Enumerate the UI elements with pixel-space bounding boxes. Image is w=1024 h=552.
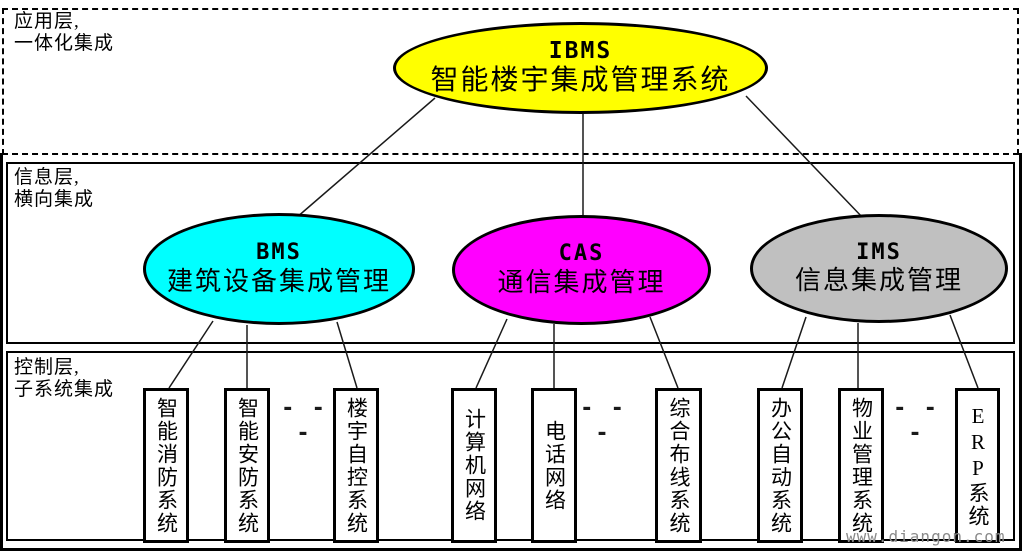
subsystem-box-telephone-network: 电话网络 (531, 388, 577, 543)
subsystem-box-property-management: 物业管理系统 (838, 388, 884, 543)
ims-abbr: IMS (856, 239, 902, 265)
ibms-abbr: IBMS (548, 37, 613, 64)
cas-title: 通信集成管理 (497, 267, 666, 297)
watermark-text: www.diangon.com (846, 527, 1006, 546)
subsystem-box-security: 智能安防系统 (224, 388, 270, 543)
outer-frame (0, 153, 1022, 551)
subsystem-box-automation: 楼宇自控系统 (333, 388, 379, 543)
subsystem-box-computer-network: 计算机网络 (451, 388, 497, 543)
control-layer-band (6, 351, 1015, 541)
subsystem-box-fire: 智能消防系统 (143, 388, 189, 543)
control-layer-label: 控制层,子系统集成 (14, 357, 114, 401)
label-line: 一体化集成 (14, 33, 115, 55)
cas-abbr: CAS (558, 241, 605, 267)
ellipsis-dashes: - - - (281, 396, 327, 446)
cas-ellipse: CAS 通信集成管理 (452, 215, 711, 325)
label-line: 应用层, (14, 11, 80, 32)
bms-ellipse: BMS 建筑设备集成管理 (143, 213, 415, 325)
information-layer-band (6, 162, 1015, 344)
label-line: 控制层, (14, 357, 80, 378)
application-layer-band (2, 8, 1019, 155)
ellipsis-dashes: - - - (580, 396, 626, 446)
bms-title: 建筑设备集成管理 (166, 266, 391, 296)
application-layer-label: 应用层,一体化集成 (14, 11, 114, 55)
label-line: 横向集成 (14, 189, 95, 211)
subsystem-box-cabling: 综合布线系统 (655, 388, 702, 543)
ims-ellipse: IMS 信息集成管理 (750, 214, 1008, 323)
label-line: 信息层, (14, 167, 80, 188)
subsystem-box-office-automation: 办公自动系统 (757, 388, 803, 543)
ibms-title: 智能楼宇集成管理系统 (430, 64, 731, 96)
ims-title: 信息集成管理 (794, 266, 963, 295)
bms-abbr: BMS (256, 240, 302, 266)
information-layer-label: 信息层,横向集成 (14, 167, 94, 211)
ellipsis-dashes: - - - (893, 396, 939, 446)
subsystem-box-erp: ERP系统 (955, 388, 1000, 543)
ibms-ellipse: IBMS 智能楼宇集成管理系统 (393, 22, 768, 114)
label-line: 子系统集成 (14, 379, 115, 401)
